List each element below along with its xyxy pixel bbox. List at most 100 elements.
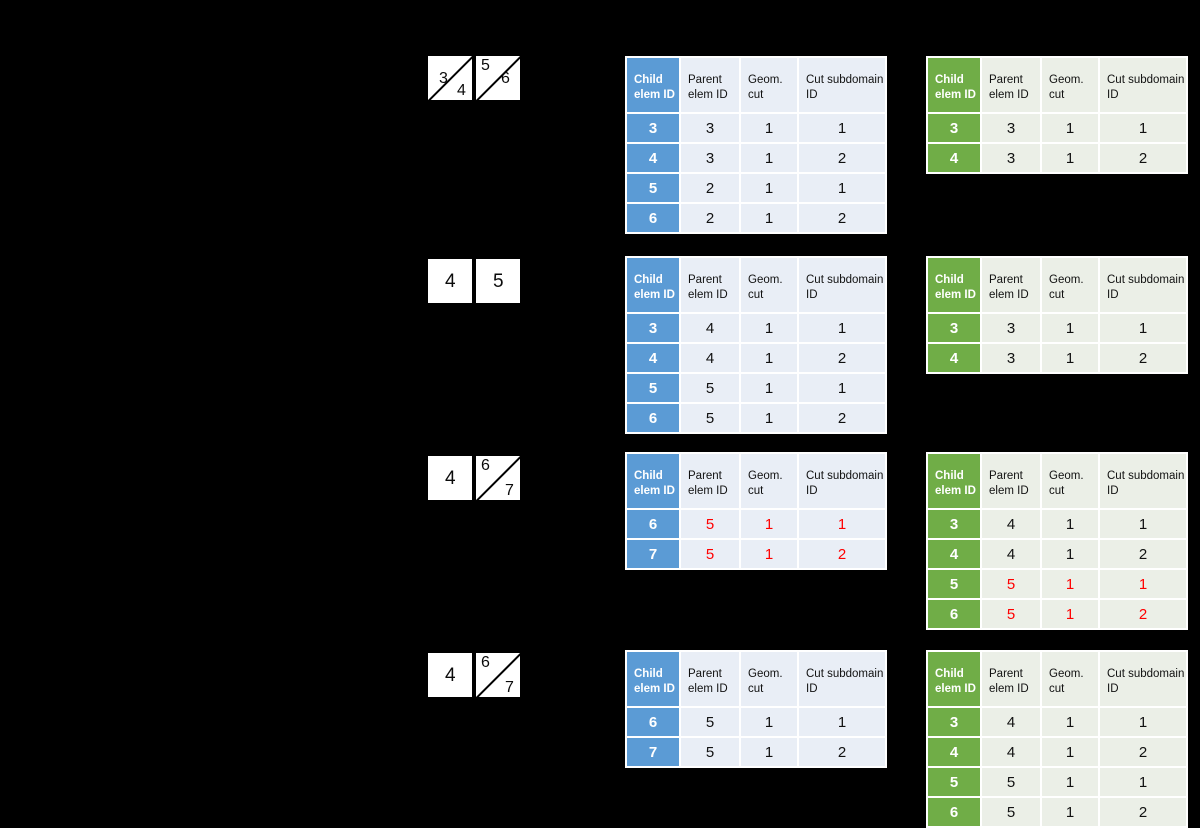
column-header-parent-elem-id: Parent elem ID bbox=[980, 58, 1040, 112]
cell-sub: 1 bbox=[797, 508, 885, 538]
column-header-parent-elem-id: Parent elem ID bbox=[980, 258, 1040, 312]
cell-child-elem-id: 7 bbox=[627, 538, 679, 568]
cell-child-elem-id: 6 bbox=[627, 202, 679, 232]
cell-sub: 2 bbox=[1098, 796, 1186, 826]
cell-parent: 4 bbox=[679, 312, 739, 342]
cell-child-elem-id: 6 bbox=[627, 508, 679, 538]
column-header-cut-subdomain-id: Cut subdomain ID bbox=[1098, 454, 1186, 508]
cell-geom: 1 bbox=[1040, 508, 1098, 538]
cell-parent: 5 bbox=[679, 706, 739, 736]
cell-geom: 1 bbox=[1040, 142, 1098, 172]
cell-sub: 2 bbox=[797, 538, 885, 568]
cell-parent: 4 bbox=[980, 508, 1040, 538]
element-id-label: 4 bbox=[457, 82, 466, 99]
mesh-element-box: 4 bbox=[428, 259, 472, 303]
column-header-geom-cut: Geom. cut bbox=[1040, 454, 1098, 508]
column-header-cut-subdomain-id: Cut subdomain ID bbox=[797, 454, 885, 508]
cell-parent: 2 bbox=[679, 172, 739, 202]
cell-geom: 1 bbox=[739, 142, 797, 172]
column-header-cut-subdomain-id: Cut subdomain ID bbox=[1098, 652, 1186, 706]
cell-geom: 1 bbox=[739, 202, 797, 232]
element-id-label: 6 bbox=[481, 654, 490, 671]
cell-child-elem-id: 6 bbox=[627, 706, 679, 736]
cell-sub: 1 bbox=[1098, 112, 1186, 142]
column-header-geom-cut: Geom. cut bbox=[1040, 58, 1098, 112]
geometric-cut-line bbox=[472, 54, 524, 106]
cell-sub: 2 bbox=[797, 402, 885, 432]
cell-sub: 2 bbox=[797, 202, 885, 232]
cell-child-elem-id: 7 bbox=[627, 736, 679, 766]
cell-sub: 1 bbox=[1098, 568, 1186, 598]
cell-geom: 1 bbox=[739, 508, 797, 538]
mesh-element-box: 5 bbox=[476, 259, 520, 303]
column-header-child-elem-id: Child elem ID bbox=[627, 258, 679, 312]
cell-geom: 1 bbox=[739, 736, 797, 766]
cell-child-elem-id: 5 bbox=[627, 372, 679, 402]
geometric-cut-line bbox=[472, 651, 524, 703]
cell-parent: 3 bbox=[679, 142, 739, 172]
column-header-cut-subdomain-id: Cut subdomain ID bbox=[1098, 258, 1186, 312]
cell-parent: 5 bbox=[679, 538, 739, 568]
mesh-element-box: 4 bbox=[428, 653, 472, 697]
element-id-label: 7 bbox=[505, 482, 514, 499]
column-header-child-elem-id: Child elem ID bbox=[627, 58, 679, 112]
geometric-cut-line bbox=[472, 454, 524, 506]
element-id-label: 5 bbox=[493, 271, 504, 292]
cell-geom: 1 bbox=[1040, 312, 1098, 342]
cell-child-elem-id: 4 bbox=[928, 142, 980, 172]
cell-sub: 1 bbox=[797, 312, 885, 342]
cell-sub: 2 bbox=[1098, 342, 1186, 372]
cell-sub: 2 bbox=[1098, 538, 1186, 568]
column-header-child-elem-id: Child elem ID bbox=[928, 454, 980, 508]
cell-child-elem-id: 6 bbox=[928, 598, 980, 628]
geometric-cut-line bbox=[424, 54, 476, 106]
cell-child-elem-id: 3 bbox=[928, 508, 980, 538]
element-id-label: 6 bbox=[501, 70, 510, 87]
cell-geom: 1 bbox=[1040, 736, 1098, 766]
cell-child-elem-id: 4 bbox=[627, 142, 679, 172]
column-header-geom-cut: Geom. cut bbox=[739, 454, 797, 508]
cell-geom: 1 bbox=[739, 372, 797, 402]
cell-parent: 4 bbox=[980, 706, 1040, 736]
cell-child-elem-id: 3 bbox=[928, 112, 980, 142]
column-header-parent-elem-id: Parent elem ID bbox=[980, 652, 1040, 706]
cell-sub: 2 bbox=[797, 342, 885, 372]
cell-parent: 4 bbox=[980, 736, 1040, 766]
cell-sub: 2 bbox=[797, 736, 885, 766]
cell-geom: 1 bbox=[1040, 796, 1098, 826]
cell-sub: 2 bbox=[797, 142, 885, 172]
column-header-child-elem-id: Child elem ID bbox=[627, 454, 679, 508]
cell-sub: 2 bbox=[1098, 598, 1186, 628]
element-id-label: 4 bbox=[445, 665, 456, 686]
cell-geom: 1 bbox=[739, 538, 797, 568]
cell-parent: 2 bbox=[679, 202, 739, 232]
column-header-cut-subdomain-id: Cut subdomain ID bbox=[797, 652, 885, 706]
cell-child-elem-id: 6 bbox=[627, 402, 679, 432]
